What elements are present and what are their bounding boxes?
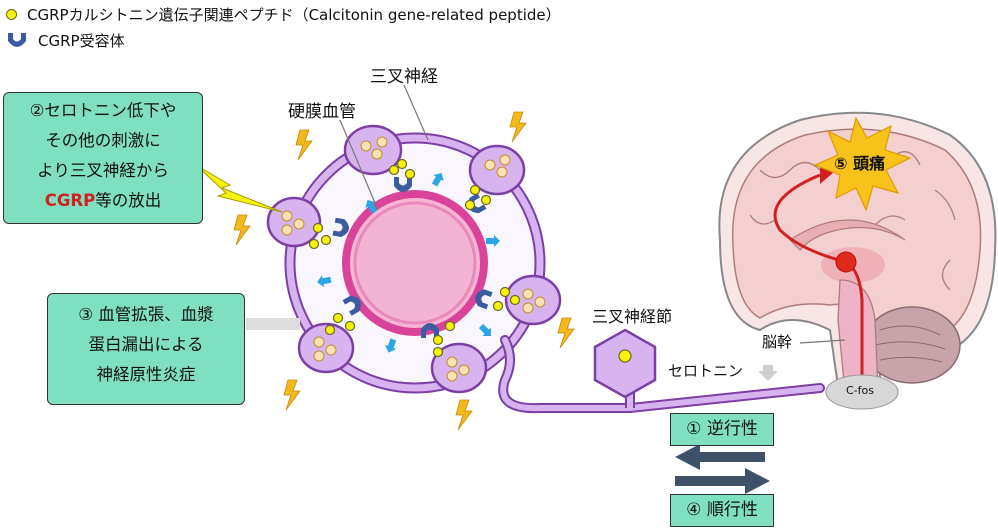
receptor-icon <box>8 32 26 47</box>
release-line-3: より三叉神経から <box>37 161 169 180</box>
release-cgrp-red: CGRP <box>44 191 96 210</box>
inflammation-line-3: 神経原性炎症 <box>96 365 196 384</box>
direction-arrows <box>675 444 770 494</box>
dura-vessel-label: 硬膜血管 <box>288 102 356 122</box>
brainstem-label: 脳幹 <box>762 333 793 351</box>
legend-receptor-label: CGRP受容体 <box>38 32 125 50</box>
cfos-label: C-fos <box>846 384 874 397</box>
legend-cgrp-label: CGRPカルシトニン遺伝子関連ペプチド（Calcitonin gene-rela… <box>27 6 561 24</box>
inflammation-line-2: 蛋白漏出による <box>88 335 204 354</box>
trigeminal-nerve-label: 三叉神経 <box>370 67 438 87</box>
release-tail: 等の放出 <box>95 191 162 210</box>
release-lightning <box>195 164 283 213</box>
cgrp-dots <box>308 158 521 358</box>
antidromic-tag: ① 逆行性 <box>670 413 774 446</box>
legend-cgrp: CGRPカルシトニン遺伝子関連ペプチド（Calcitonin gene-rela… <box>6 4 561 25</box>
ganglion-hexagon <box>593 328 657 399</box>
orthodromic-tag: ④ 順行性 <box>670 494 774 527</box>
headache-burst <box>813 116 912 212</box>
blue-arrows <box>317 172 500 353</box>
brain-illustration <box>718 111 997 410</box>
headache-label: ⑤ 頭痛 <box>834 154 886 173</box>
release-line-2: その他の刺激に <box>45 131 161 150</box>
cgrp-dot-icon <box>6 9 17 20</box>
nerve-terminals <box>266 124 562 394</box>
release-line-1: ②セロトニン低下や <box>29 101 177 120</box>
serotonin-label: セロトニン <box>668 362 744 380</box>
legend-receptor: CGRP受容体 <box>6 30 125 51</box>
trigeminal-ganglion-label: 三叉神経節 <box>592 307 673 326</box>
inflammation-callout: ③ 血管拡張、血漿 蛋白漏出による 神経原性炎症 <box>47 293 245 405</box>
release-line-4: CGRP等の放出 <box>4 186 202 216</box>
release-callout: ②セロトニン低下や その他の刺激に より三叉神経から CGRP等の放出 <box>3 92 203 224</box>
inflammation-line-1: ③ 血管拡張、血漿 <box>78 305 214 324</box>
